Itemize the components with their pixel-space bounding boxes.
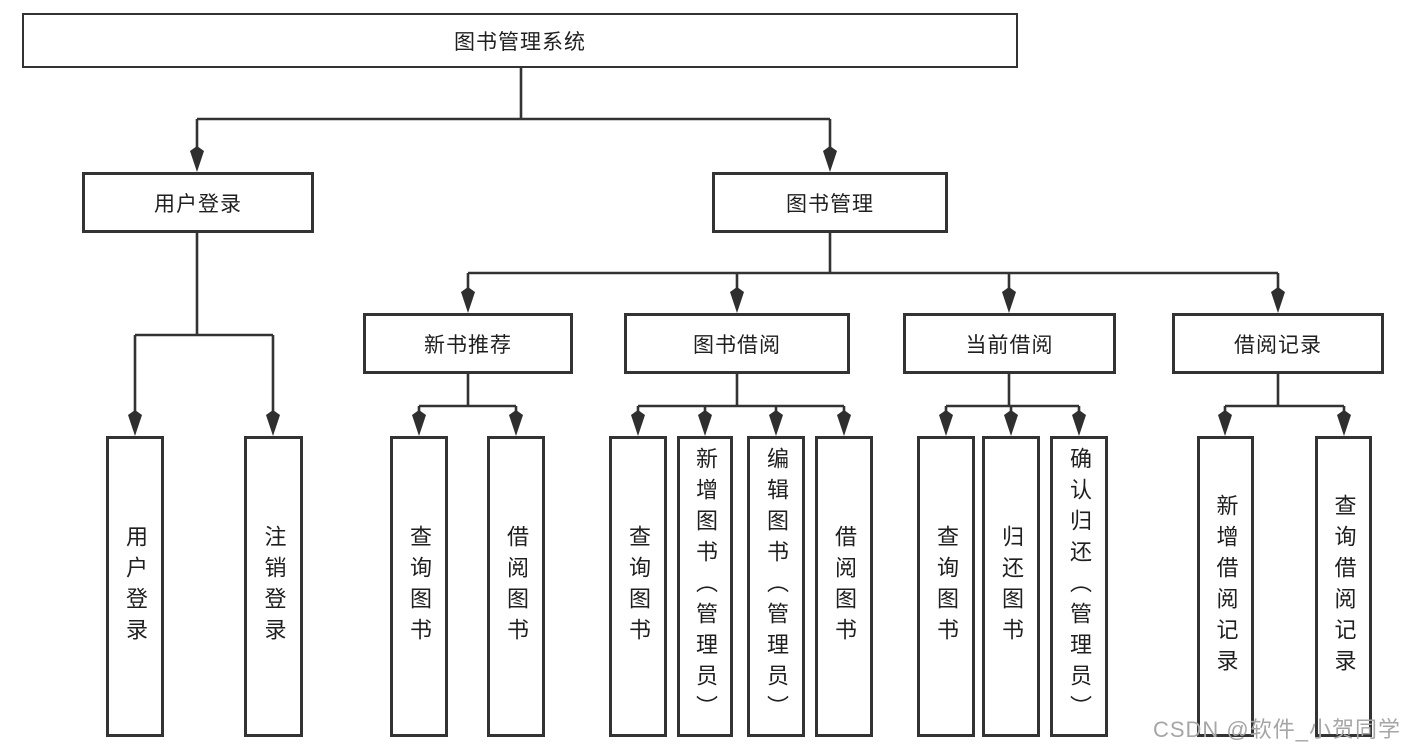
leaf-borrow-query-books: 查询图书 <box>609 436 667 737</box>
leaf-current-query-books: 查询图书 <box>917 436 975 737</box>
arrow-down-icon <box>1002 287 1016 313</box>
leaf-newbook-query-books: 查询图书 <box>390 436 448 737</box>
leaf-current-confirm-return-admin: 确认归还（管理员） <box>1050 436 1108 737</box>
arrow-down-icon <box>509 410 523 436</box>
arrow-down-icon <box>631 410 645 436</box>
leaf-label: 用户登录 <box>123 524 148 649</box>
leaf-user-login: 用户登录 <box>106 436 164 737</box>
leaf-label: 归还图书 <box>999 524 1024 649</box>
arrow-down-icon <box>769 410 783 436</box>
leaf-records-query-record: 查询借阅记录 <box>1315 436 1372 737</box>
leaf-label: 确认归还（管理员） <box>1067 447 1092 726</box>
node-new-book-recommendation: 新书推荐 <box>363 313 573 374</box>
connector-path <box>133 233 275 414</box>
node-book-borrowing: 图书借阅 <box>624 313 850 374</box>
arrow-down-icon <box>1271 287 1285 313</box>
arrowheads <box>128 146 1351 436</box>
leaf-label: 新增借阅记录 <box>1213 493 1239 680</box>
leaf-records-add-record: 新增借阅记录 <box>1197 436 1254 737</box>
arrow-down-icon <box>1004 410 1018 436</box>
node-library-management-system: 图书管理系统 <box>22 13 1018 68</box>
arrow-down-icon <box>461 287 475 313</box>
node-borrowing-records: 借阅记录 <box>1172 313 1384 374</box>
connector-path <box>417 374 518 414</box>
connector-path <box>636 374 846 414</box>
leaf-newbook-borrow-books: 借阅图书 <box>487 436 545 737</box>
arrow-down-icon <box>730 287 744 313</box>
leaf-label: 编辑图书（管理员） <box>764 447 789 726</box>
leaf-label: 新增图书（管理员） <box>693 447 718 726</box>
arrow-down-icon <box>939 410 953 436</box>
leaf-logout: 注销登录 <box>244 436 303 737</box>
connector-path <box>466 233 1280 291</box>
arrow-down-icon <box>128 410 142 436</box>
arrow-down-icon <box>698 410 712 436</box>
arrow-down-icon <box>266 410 280 436</box>
leaf-borrow-add-books-admin: 新增图书（管理员） <box>677 436 733 737</box>
arrow-down-icon <box>1218 410 1232 436</box>
leaf-label: 查询图书 <box>626 524 651 649</box>
node-current-borrowing: 当前借阅 <box>903 313 1116 374</box>
leaf-label: 查询图书 <box>407 524 432 649</box>
leaf-current-return-books: 归还图书 <box>982 436 1040 737</box>
leaf-label: 查询图书 <box>934 524 959 649</box>
arrow-down-icon <box>412 410 426 436</box>
arrow-down-icon <box>823 146 837 172</box>
node-user-login: 用户登录 <box>82 172 314 233</box>
leaf-label: 查询借阅记录 <box>1331 493 1357 680</box>
arrow-down-icon <box>1337 410 1351 436</box>
node-book-management: 图书管理 <box>712 172 948 233</box>
leaf-borrow-borrow-books: 借阅图书 <box>815 436 873 737</box>
arrow-down-icon <box>190 146 204 172</box>
connector-path <box>195 67 832 150</box>
arrow-down-icon <box>1072 410 1086 436</box>
leaf-label: 借阅图书 <box>832 524 857 649</box>
leaf-borrow-edit-books-admin: 编辑图书（管理员） <box>747 436 805 737</box>
leaf-label: 注销登录 <box>261 524 287 649</box>
csdn-watermark: CSDN @软件_小贺同学 <box>1152 717 1401 742</box>
connector-path <box>1223 374 1346 414</box>
leaf-label: 借阅图书 <box>504 524 529 649</box>
connector-path <box>944 374 1081 414</box>
arrow-down-icon <box>837 410 851 436</box>
